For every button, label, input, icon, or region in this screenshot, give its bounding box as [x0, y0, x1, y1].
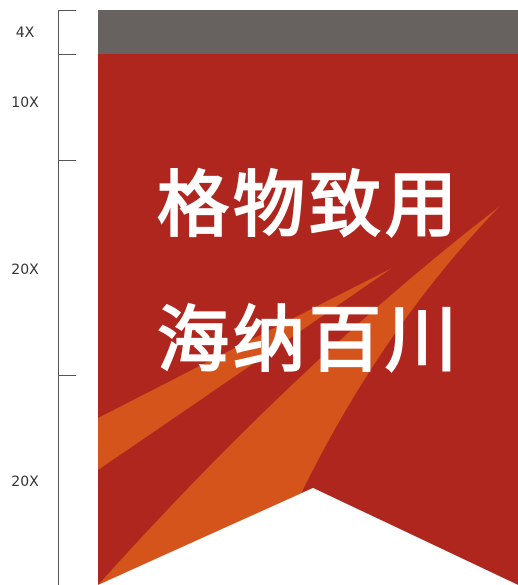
dimension-label-text-area: 20X — [11, 262, 39, 278]
banner-stripe — [98, 206, 500, 585]
dimension-label-header: 4X — [15, 25, 35, 41]
dimension-tick — [58, 10, 76, 11]
dimension-axis — [58, 10, 59, 585]
dimension-label-bottom-area: 20X — [11, 474, 39, 490]
dimension-tick — [58, 160, 76, 161]
dimension-tick — [58, 375, 76, 376]
banner-title-line-2: 海纳百川 — [156, 298, 461, 382]
banner-header-strip — [98, 10, 518, 54]
banner-title-line-1: 格物致用 — [156, 163, 461, 247]
banner-stripe — [98, 268, 392, 470]
dimension-tick — [58, 54, 76, 55]
dimension-label-top-margin: 10X — [11, 95, 39, 111]
banner-notch — [98, 488, 518, 585]
